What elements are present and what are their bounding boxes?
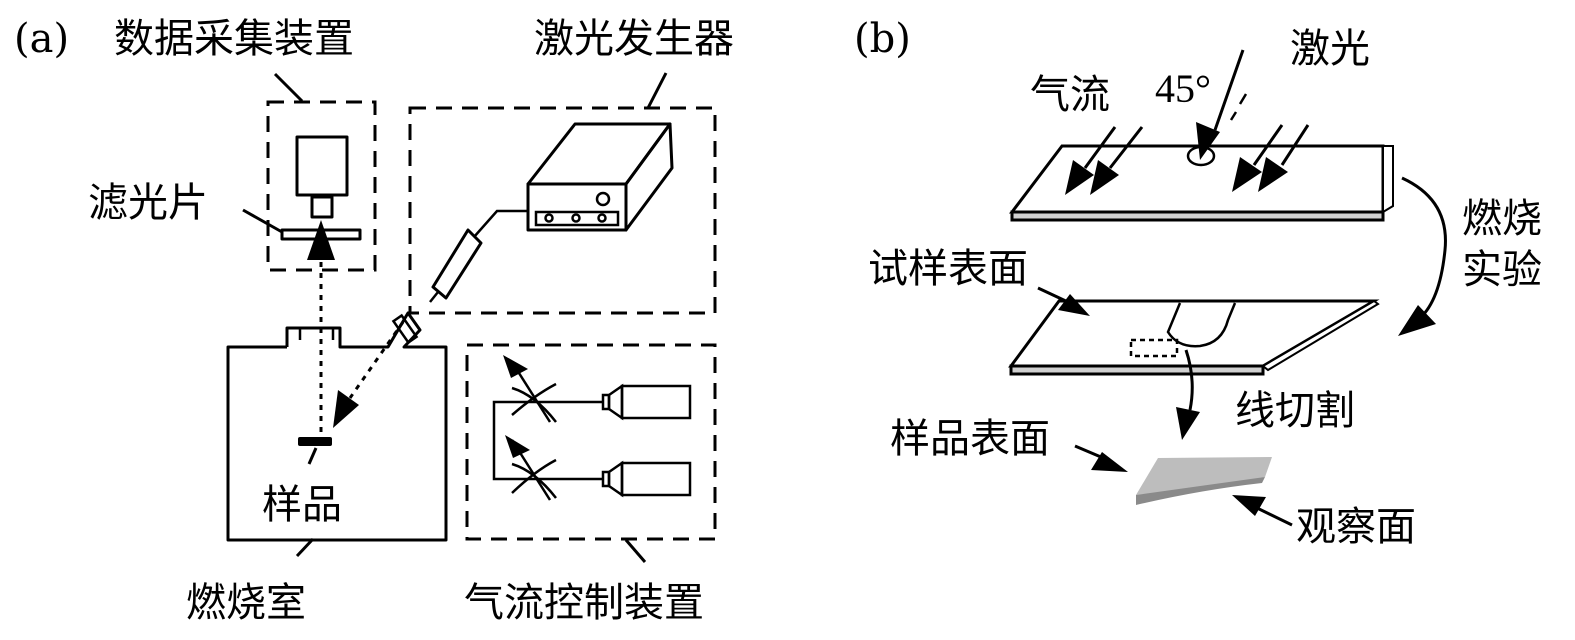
camera-body xyxy=(295,135,349,197)
label-angle: 45° xyxy=(1155,66,1211,111)
label-combustion-chamber: 燃烧室 xyxy=(186,580,306,626)
chamber-leader xyxy=(295,537,315,558)
observation-arrow-head xyxy=(1232,495,1266,516)
data-acquisition-device xyxy=(266,72,377,272)
laser-beam-arrow xyxy=(333,390,359,428)
valve-arc xyxy=(511,462,557,499)
sample-leader xyxy=(307,447,318,465)
sample-block xyxy=(298,437,332,446)
chamber-outline xyxy=(226,311,448,542)
gas-cylinder xyxy=(620,461,692,497)
panel-a: (a) 数据采集装置 激光发生器 滤光片 xyxy=(14,16,734,626)
label-combustion-line2: 实验 xyxy=(1462,247,1542,293)
gas-cylinder xyxy=(620,384,692,420)
sample-front-face xyxy=(1136,477,1265,505)
wire-cut-arrow-head xyxy=(1176,407,1200,440)
panel-a-tag: (a) xyxy=(14,16,69,62)
label-sample: 样品 xyxy=(262,482,342,528)
sample-piece xyxy=(1136,457,1272,505)
combustion-arrow xyxy=(1401,176,1447,320)
laser-cable xyxy=(473,209,528,238)
combustion-arrow-head xyxy=(1398,305,1436,336)
airflow-control-device xyxy=(465,343,717,563)
specimen-plate-top xyxy=(1008,49,1394,222)
laser-head xyxy=(431,228,483,300)
filter-leader xyxy=(242,208,283,234)
label-wire-cutting: 线切割 xyxy=(1235,388,1355,434)
airflow-arrow-head xyxy=(1258,157,1288,192)
burn-region xyxy=(1166,302,1237,348)
normal-line xyxy=(1238,93,1248,105)
valve-arrow-head xyxy=(505,435,530,458)
specimen-plate-burnt xyxy=(1008,286,1380,376)
plate-side xyxy=(1382,145,1394,214)
label-observation-surface: 观察面 xyxy=(1296,504,1416,550)
label-specimen-surface: 试样表面 xyxy=(868,246,1028,292)
generator-side xyxy=(624,122,674,232)
airflow-arrow-line xyxy=(1252,124,1284,166)
laser-ray-head xyxy=(1196,122,1220,160)
valve-arc xyxy=(511,386,557,423)
label-airflow: 气流 xyxy=(1030,72,1110,118)
wire-cut-arrow xyxy=(1184,349,1194,411)
laser-generator-leader xyxy=(646,72,668,109)
label-laser-generator: 激光发生器 xyxy=(534,16,734,62)
airflow-control-box xyxy=(465,343,717,541)
laser-generator-box xyxy=(408,106,717,315)
airflow-arrow-head xyxy=(1232,157,1262,192)
cylinder-neck xyxy=(607,383,624,421)
data-acquisition-leader xyxy=(273,72,304,103)
data-acquisition-box xyxy=(266,100,377,272)
camera-lens xyxy=(310,195,334,219)
airflow-arrow-line xyxy=(1108,126,1144,169)
airflow-arrow-head xyxy=(1090,160,1119,195)
airflow-arrow-head xyxy=(1065,160,1094,195)
laser-beam xyxy=(348,321,405,399)
plate-side xyxy=(1261,299,1380,372)
generator-front xyxy=(526,182,628,232)
panel-button xyxy=(597,213,607,223)
panel-button xyxy=(544,213,554,223)
panel-button xyxy=(571,213,581,223)
label-data-acquisition: 数据采集装置 xyxy=(114,16,354,62)
gas-pipe xyxy=(492,400,603,481)
combustion-chamber xyxy=(226,311,448,558)
label-airflow-control: 气流控制装置 xyxy=(464,580,704,626)
normal-line xyxy=(1229,111,1238,121)
observation-arrow xyxy=(1254,505,1293,527)
airflow-control-leader xyxy=(624,539,647,563)
generator-knob xyxy=(595,191,611,207)
sample-surface-arrow-head xyxy=(1091,452,1128,472)
panel-b-tag: (b) xyxy=(854,16,911,62)
cylinder-neck xyxy=(607,460,624,498)
label-filter: 滤光片 xyxy=(88,180,208,226)
cut-region xyxy=(1129,338,1179,358)
specimen-surface-arrow xyxy=(1037,286,1069,304)
laser-ray xyxy=(1213,49,1245,131)
airflow-arrows xyxy=(1065,124,1310,195)
specimen-surface-arrow-head xyxy=(1058,294,1090,316)
laser-window xyxy=(391,313,419,345)
label-sample-surface: 样品表面 xyxy=(890,416,1050,462)
airflow-arrow-line xyxy=(1083,126,1117,169)
light-arrow-head xyxy=(307,220,335,260)
generator-panel xyxy=(534,210,620,227)
label-laser: 激光 xyxy=(1290,26,1370,72)
valve-arrow-head xyxy=(503,355,528,378)
panel-b: (b) 激光 气流 45° xyxy=(854,16,1542,550)
label-combustion-line1: 燃烧 xyxy=(1462,196,1542,242)
laser-generator-device xyxy=(408,72,717,315)
airflow-arrow-line xyxy=(1280,124,1310,166)
laser-nozzle xyxy=(429,291,439,303)
plate-top-face xyxy=(1008,144,1385,214)
